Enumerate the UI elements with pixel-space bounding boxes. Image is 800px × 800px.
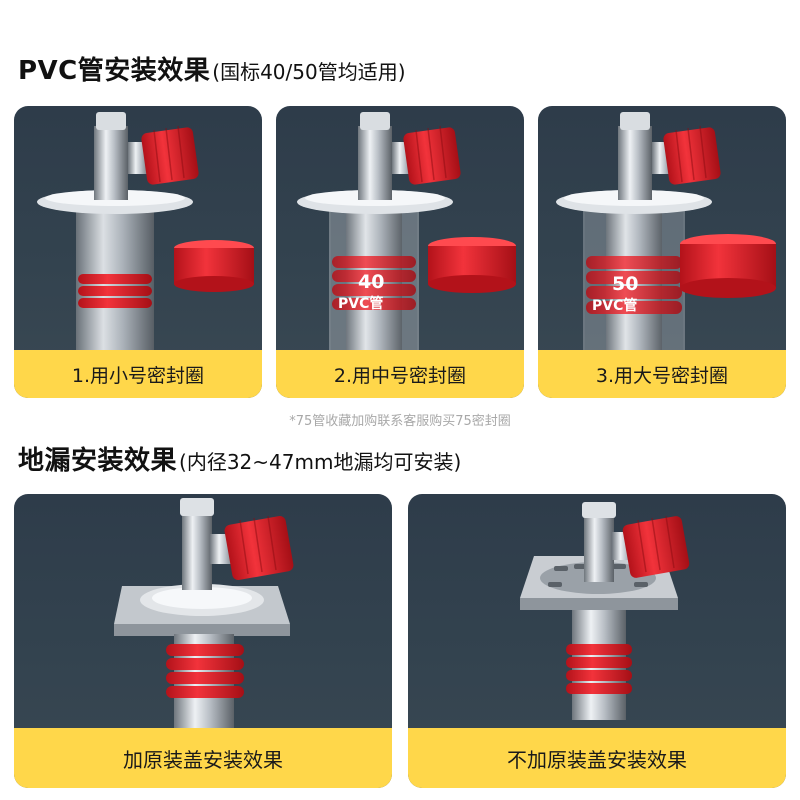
medium-seal-size-number: 40 bbox=[358, 271, 384, 293]
large-seal-label: 3.用大号密封圈 bbox=[538, 350, 786, 398]
pvc-section-heading: PVC管安装效果 (国标40/50管均适用) bbox=[18, 50, 406, 102]
pvc-card-medium-seal: 40 PVC管 2.用中号密封圈 bbox=[276, 106, 524, 398]
medium-seal-size-text: PVC管 bbox=[338, 295, 383, 312]
seal-purchase-note: *75管收藏加购联系客服购买75密封圈 bbox=[289, 414, 511, 429]
drain-card-without-cover: 不加原装盖安装效果 bbox=[408, 494, 786, 788]
drain-section-subtitle: (内径32~47mm地漏均可安装) bbox=[179, 450, 462, 474]
drain-without-cover-illustration bbox=[520, 502, 690, 720]
drain-with-cover-illustration bbox=[114, 498, 294, 754]
large-seal-size-number: 50 bbox=[612, 273, 638, 295]
drain-section-title: 地漏安装效果 bbox=[18, 446, 178, 476]
small-seal-product-illustration bbox=[37, 112, 254, 396]
small-seal-label: 1.用小号密封圈 bbox=[14, 350, 262, 398]
large-seal-product-illustration: 50 PVC管 bbox=[556, 112, 776, 397]
drain-card-with-cover: 加原装盖安装效果 bbox=[14, 494, 392, 788]
without-cover-label: 不加原装盖安装效果 bbox=[408, 728, 786, 788]
large-seal-size-text: PVC管 bbox=[592, 297, 637, 314]
pvc-section-subtitle: (国标40/50管均适用) bbox=[212, 60, 406, 84]
pvc-card-large-seal: 50 PVC管 3.用大号密封圈 bbox=[538, 106, 786, 398]
with-cover-label: 加原装盖安装效果 bbox=[14, 728, 392, 788]
pvc-card-small-seal: 1.用小号密封圈 bbox=[14, 106, 262, 398]
medium-seal-label: 2.用中号密封圈 bbox=[276, 350, 524, 398]
pvc-section-title: PVC管安装效果 bbox=[18, 56, 211, 86]
drain-section-heading: 地漏安装效果 (内径32~47mm地漏均可安装) bbox=[18, 440, 461, 492]
